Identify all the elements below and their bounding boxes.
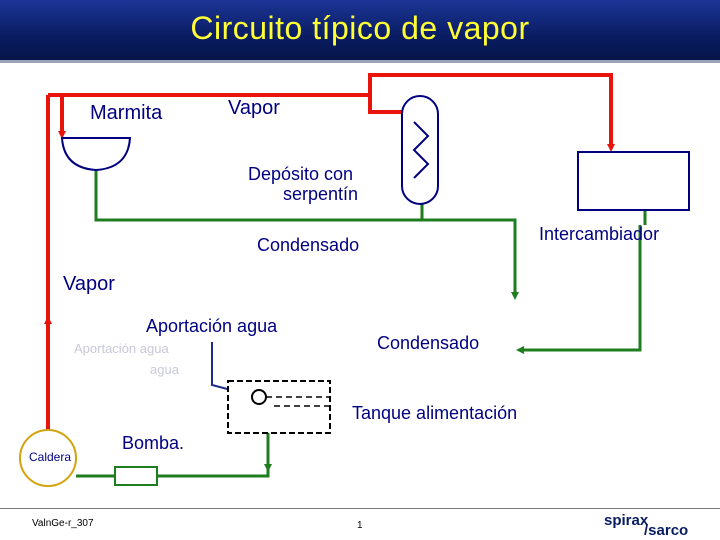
title-bar: Circuito típico de vapor	[0, 0, 720, 63]
page-number: 1	[357, 520, 363, 531]
footer-code: ValnGe-r_307	[32, 518, 94, 529]
feed-pump-line	[157, 468, 270, 478]
logo-text-1: spirax	[604, 512, 649, 529]
serpentin-coil-icon	[412, 121, 430, 179]
label-marmita: Marmita	[90, 102, 163, 124]
label-deposito-line2: serpentín	[283, 184, 359, 204]
steam-lines	[44, 73, 615, 440]
condensate-to-tank	[516, 225, 642, 354]
steam-to-deposito	[368, 95, 414, 116]
logo-text-2: /sarco	[644, 522, 689, 539]
label-aportacion-ghost-2: agua	[150, 362, 179, 377]
steam-to-intercambiador	[368, 73, 615, 152]
condensate-return-vertical	[407, 218, 519, 300]
label-tanque: Tanque alimentación	[352, 403, 518, 423]
boiler-icon	[19, 429, 77, 487]
pump-icon	[114, 466, 158, 486]
page-title: Circuito típico de vapor	[190, 10, 530, 46]
condensate-marmita-drain	[94, 170, 407, 222]
label-condensado-top: Condensado	[257, 235, 360, 255]
deposito-vessel	[401, 95, 439, 205]
marmita-vessel	[60, 137, 132, 172]
label-vapor-left: Vapor	[63, 273, 115, 295]
intercambiador-box	[577, 151, 690, 211]
label-aportacion-ghost-1: Aportación agua	[74, 341, 169, 356]
label-condensado-right: Condensado	[377, 333, 480, 353]
footer-divider	[0, 508, 720, 509]
label-intercambiador: Intercambiador	[539, 224, 660, 244]
feed-tank	[227, 380, 331, 434]
label-vapor-top: Vapor	[228, 97, 280, 119]
label-aportacion: Aportación agua	[146, 316, 278, 336]
spirax-sarco-logo: spirax /sarco	[604, 512, 700, 539]
float-valve-icon	[251, 389, 267, 405]
label-bomba: Bomba.	[122, 433, 185, 453]
label-caldera: Caldera	[29, 450, 72, 464]
label-deposito-line1: Depósito con	[248, 164, 354, 184]
